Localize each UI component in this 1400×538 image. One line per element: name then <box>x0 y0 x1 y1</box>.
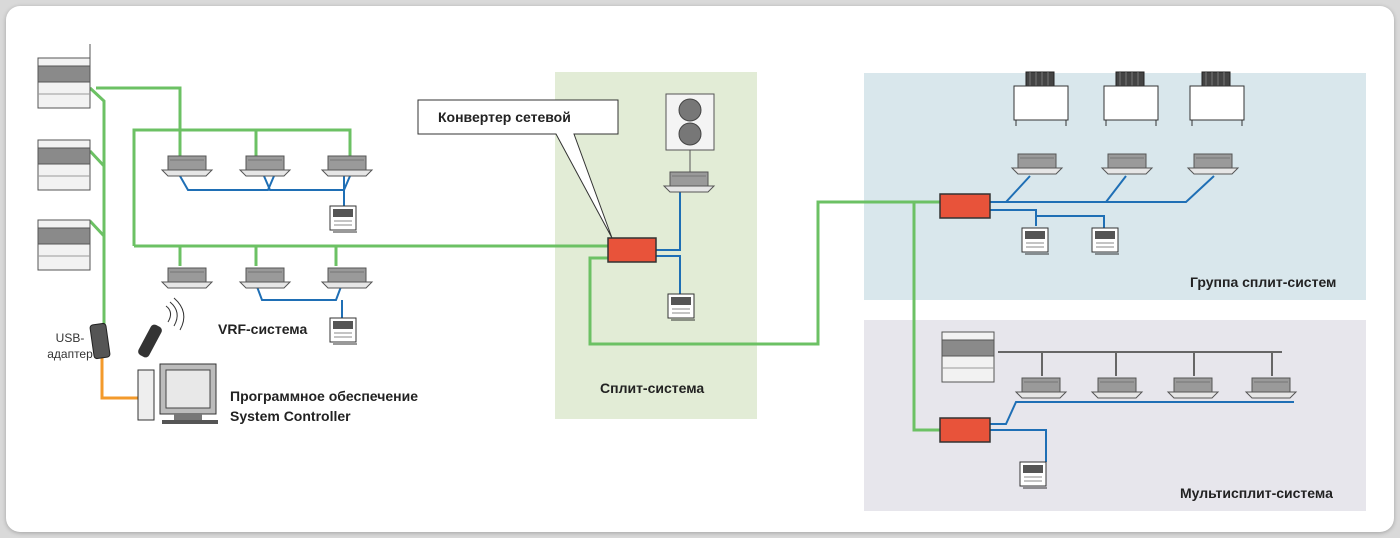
multisplit-indoor-unit <box>1167 377 1219 399</box>
vrf-indoor-unit <box>161 267 213 289</box>
green-bus-lines <box>88 86 940 432</box>
group-indoor-unit <box>1187 153 1239 175</box>
usb-cable <box>100 356 142 400</box>
vrf-indoor-unit <box>239 267 291 289</box>
vrf-indoor-unit <box>321 155 373 177</box>
usb-adapter-label-line2: адаптер <box>47 347 93 361</box>
wired-controller-icon <box>329 205 358 233</box>
multisplit-indoor-unit <box>1091 377 1143 399</box>
software-label-line2: System Controller <box>230 408 351 424</box>
wired-controller-icon <box>1021 227 1050 255</box>
software-label: Программное обеспечение System Controlle… <box>230 386 418 426</box>
split-indoor-unit <box>663 171 715 193</box>
converter-label: Конвертер сетевой <box>438 109 571 125</box>
split-outdoor-unit <box>665 93 715 151</box>
wired-controller-icon <box>329 317 358 345</box>
multisplit-indoor-unit <box>1015 377 1067 399</box>
blue-control-lines <box>179 175 1294 462</box>
group-ahu-unit <box>1189 71 1245 127</box>
group-indoor-unit <box>1101 153 1153 175</box>
outdoor-unit-3 <box>37 219 91 271</box>
network-converter-block <box>939 417 991 443</box>
group-indoor-unit <box>1011 153 1063 175</box>
group-split-title: Группа сплит-систем <box>1190 274 1337 290</box>
multisplit-title: Мультисплит-система <box>1180 485 1333 501</box>
group-ahu-unit <box>1103 71 1159 127</box>
multisplit-indoor-unit <box>1245 377 1297 399</box>
outdoor-unit-2 <box>37 139 91 191</box>
group-ahu-unit <box>1013 71 1069 127</box>
network-converter-block <box>607 237 657 263</box>
usb-adapter-label: USB- адаптер <box>42 330 98 362</box>
multisplit-outdoor-unit <box>941 331 995 383</box>
computer-icon <box>137 363 218 424</box>
vrf-indoor-unit <box>161 155 213 177</box>
vrf-indoor-unit <box>239 155 291 177</box>
wired-controller-icon <box>1019 461 1048 489</box>
split-system-title: Сплит-система <box>600 380 705 396</box>
usb-adapter-icon <box>89 322 111 360</box>
vrf-indoor-unit <box>321 267 373 289</box>
wired-controller-icon <box>1091 227 1120 255</box>
wireless-remote-icon <box>138 297 185 358</box>
diagram-frame: Конвертер сетевой VRF-система USB- адапт… <box>6 6 1394 532</box>
usb-adapter-label-line1: USB- <box>55 331 85 345</box>
multisplit-refrigerant-lines <box>998 351 1282 376</box>
software-label-line1: Программное обеспечение <box>230 388 418 404</box>
vrf-system-label: VRF-система <box>218 321 308 337</box>
wired-controller-icon <box>667 293 696 321</box>
diagram-canvas <box>37 44 1297 489</box>
outdoor-unit-1 <box>37 44 91 109</box>
converter-callout <box>417 99 619 239</box>
network-converter-block <box>939 193 991 219</box>
